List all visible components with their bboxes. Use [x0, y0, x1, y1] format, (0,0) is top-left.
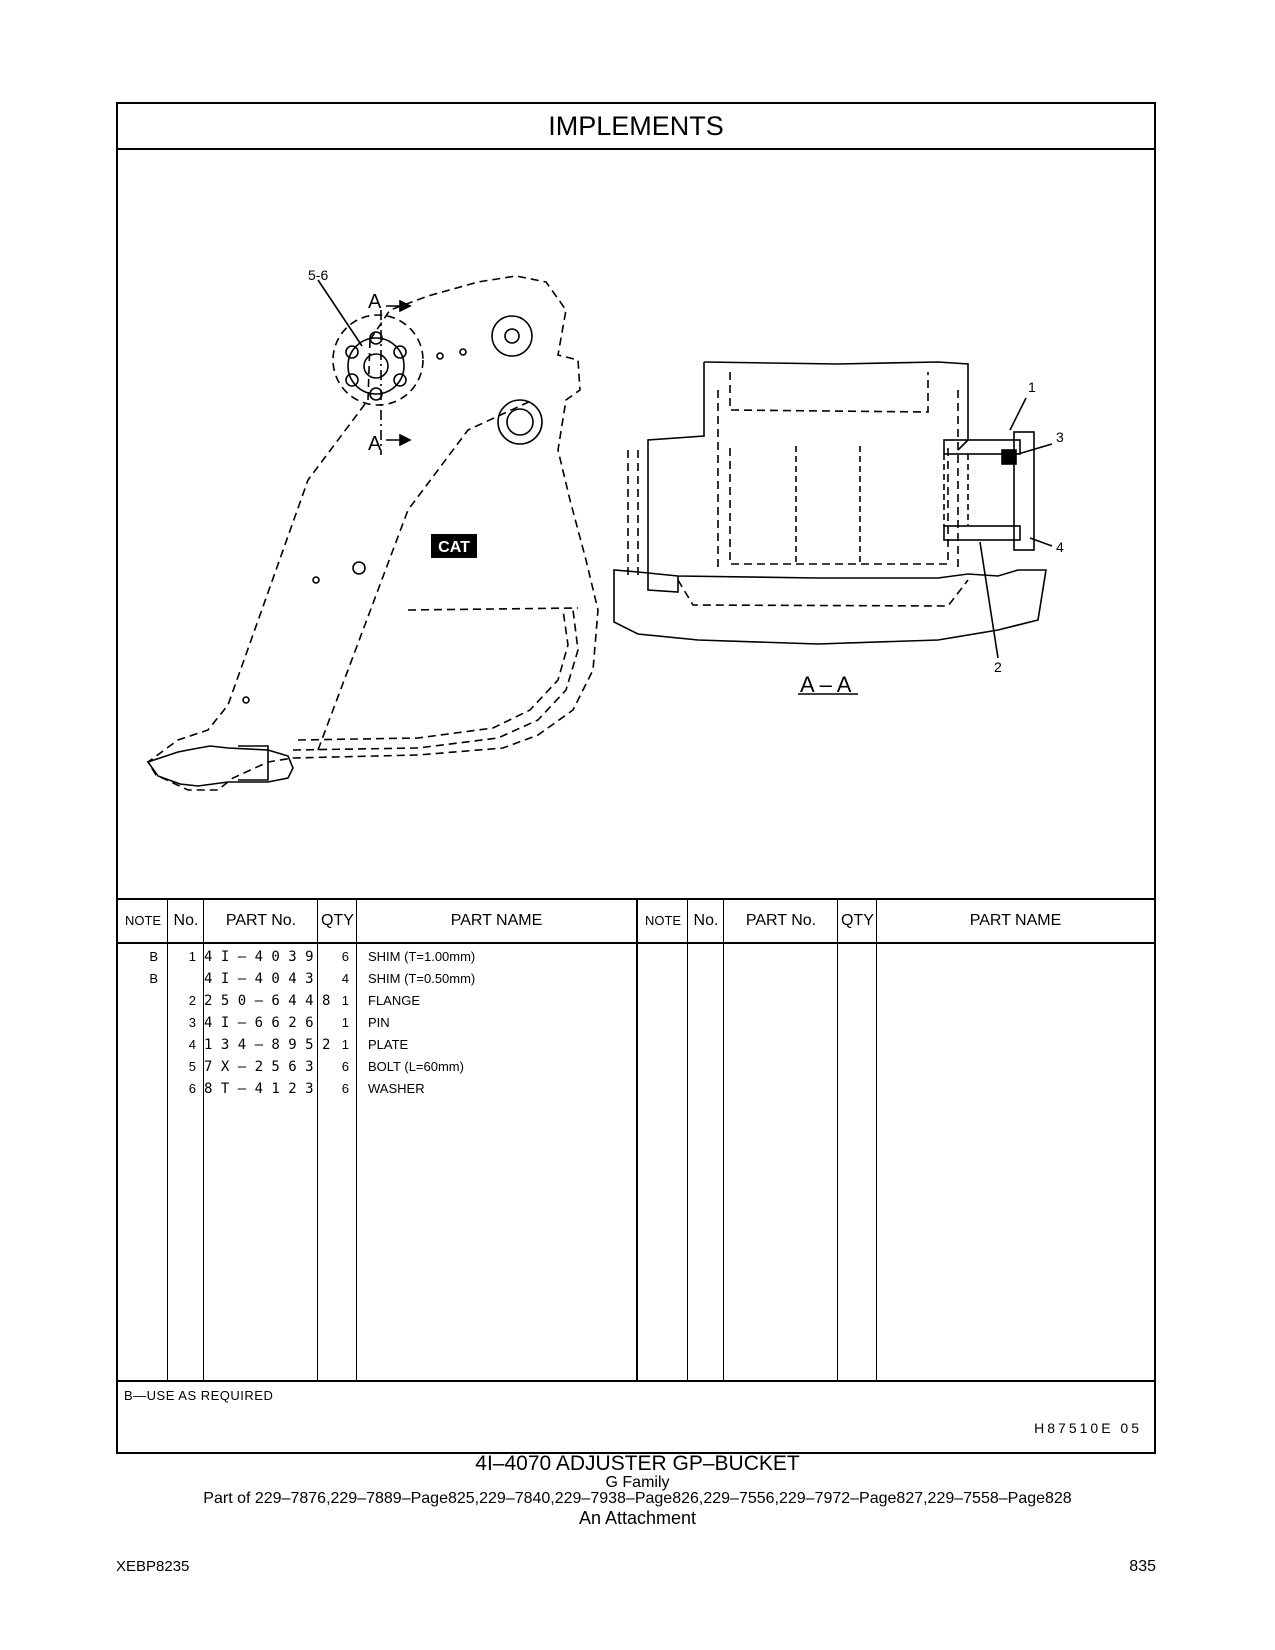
page-number: 835: [1129, 1558, 1156, 1575]
bucket-drawing: CAT: [146, 267, 1064, 791]
cat-logo-text: CAT: [438, 539, 470, 556]
row-part-name: PIN: [368, 1015, 390, 1030]
row-note: [118, 1078, 158, 1100]
row-qty: 1: [341, 1015, 349, 1030]
header-note: NOTE: [124, 913, 162, 928]
table-row: 2 2 5 0 – 6 4 4 8 1 FLANGE: [118, 990, 636, 1012]
table-row: 6 8 T – 4 1 2 3 6 WASHER: [118, 1078, 636, 1100]
row-note: [118, 1012, 158, 1034]
row-part-name: WASHER: [368, 1081, 425, 1096]
header-note: NOTE: [644, 913, 682, 928]
row-note: B: [149, 949, 158, 964]
callout-1: 1: [1028, 379, 1036, 395]
footnote: B—USE AS REQUIRED: [124, 1388, 274, 1403]
row-part-no: 2 5 0 – 6 4 4 8: [204, 993, 331, 1009]
row-part-no: 1 3 4 – 8 9 5 2: [204, 1037, 331, 1053]
row-no: 4: [188, 1037, 196, 1052]
row-qty: 6: [341, 949, 349, 964]
table-row: B 1 4 I – 4 0 3 9 6 SHIM (T=1.00mm): [118, 946, 636, 968]
callout-5-6: 5-6: [308, 267, 328, 283]
row-note: [118, 1034, 158, 1056]
header-qty: QTY: [321, 912, 354, 929]
row-part-no: 8 T – 4 1 2 3: [204, 1081, 314, 1097]
notes-area: B—USE AS REQUIRED H87510E 05: [118, 1382, 1154, 1452]
illustration-code: H87510E 05: [1034, 1420, 1142, 1436]
parts-page-frame: IMPLEMENTS: [116, 102, 1156, 1454]
row-qty: 6: [341, 1081, 349, 1096]
row-qty: 1: [341, 1037, 349, 1052]
row-part-name: SHIM (T=1.00mm): [368, 949, 476, 964]
header-no: No.: [173, 912, 199, 929]
row-part-name: FLANGE: [368, 993, 421, 1008]
table-row: 5 7 X – 2 5 6 3 6 BOLT (L=60mm): [118, 1056, 636, 1078]
attachment-label: An Attachment: [578, 1508, 697, 1528]
assembly-title: 4I–4070 ADJUSTER GP–BUCKET: [475, 1452, 800, 1475]
callout-4: 4: [1056, 539, 1064, 555]
callout-2: 2: [994, 659, 1002, 675]
row-part-no: 4 I – 4 0 4 3: [204, 971, 314, 987]
table-header-right: NOTE No. PART No. QTY PART NAME: [638, 900, 1154, 944]
header-part-name: PART NAME: [450, 912, 543, 929]
row-note: [118, 1056, 158, 1078]
row-no: 6: [188, 1081, 196, 1096]
table-row: 3 4 I – 6 6 2 6 1 PIN: [118, 1012, 636, 1034]
row-no: 2: [188, 993, 196, 1008]
row-no: [168, 968, 196, 990]
row-part-name: BOLT (L=60mm): [368, 1059, 464, 1074]
header-part-name: PART NAME: [969, 912, 1062, 929]
section-view-label: A – A: [800, 672, 852, 697]
row-part-no: 4 I – 6 6 2 6: [204, 1015, 314, 1031]
table-row: 4 1 3 4 – 8 9 5 2 1 PLATE: [118, 1034, 636, 1056]
row-part-name: SHIM (T=0.50mm): [368, 971, 476, 986]
row-note: [118, 990, 158, 1012]
parts-table-left: NOTE No. PART No. QTY PART NAME B 1 4 I …: [118, 900, 638, 1380]
page-title: IMPLEMENTS: [118, 104, 1154, 150]
table-row: B 4 I – 4 0 4 3 4 SHIM (T=0.50mm): [118, 968, 636, 990]
cat-logo: CAT: [431, 534, 477, 558]
header-part-no: PART No.: [745, 912, 817, 929]
header-qty: QTY: [841, 912, 874, 929]
row-note: B: [149, 971, 158, 986]
row-qty: 1: [341, 993, 349, 1008]
parts-table-right: NOTE No. PART No. QTY PART NAME: [638, 900, 1154, 1380]
row-part-no: 7 X – 2 5 6 3: [204, 1059, 314, 1075]
row-part-name: PLATE: [368, 1037, 409, 1052]
part-of-text: Part of 229–7876,229–7889–Page825,229–78…: [203, 1490, 1072, 1507]
row-qty: 4: [341, 971, 349, 986]
parts-illustration: CAT: [118, 150, 1154, 898]
section-a-bottom: A: [368, 433, 382, 455]
row-part-no: 4 I – 4 0 3 9: [204, 949, 314, 965]
row-no: 1: [188, 949, 196, 964]
row-no: 3: [188, 1015, 196, 1030]
header-part-no: PART No.: [225, 912, 297, 929]
callout-3: 3: [1056, 429, 1064, 445]
family-label: G Family: [605, 1474, 670, 1491]
parts-table: NOTE No. PART No. QTY PART NAME B 1 4 I …: [118, 898, 1154, 1382]
row-no: 5: [188, 1059, 196, 1074]
section-a-top: A: [368, 291, 382, 313]
row-qty: 6: [341, 1059, 349, 1074]
doc-id: XEBP8235: [116, 1558, 190, 1575]
header-no: No.: [693, 912, 719, 929]
table-header-left: NOTE No. PART No. QTY PART NAME: [118, 900, 636, 944]
